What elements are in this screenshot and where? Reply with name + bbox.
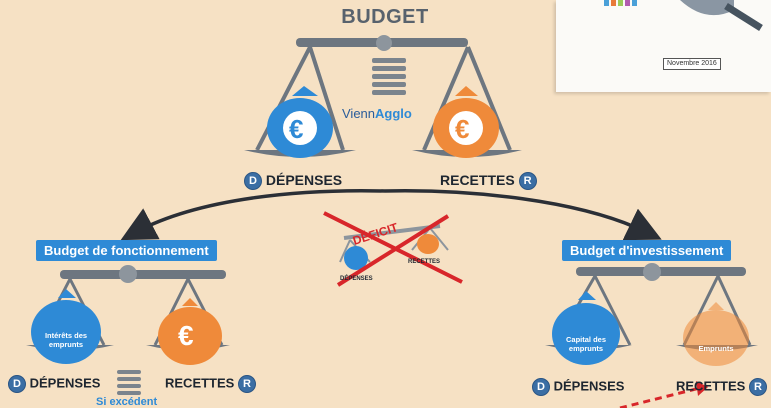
r-badge-icon: R <box>748 378 767 396</box>
investissement-recettes-bag-text: Emprunts <box>698 344 734 353</box>
coin-stack-main <box>372 58 406 95</box>
fonctionnement-recettes-label: RECETTES R <box>165 375 256 393</box>
coin-stack-surplus <box>117 370 141 395</box>
investissement-depenses-label: D DÉPENSES <box>532 378 624 396</box>
euro-icon: € <box>178 320 194 351</box>
main-scale <box>244 35 522 158</box>
fonctionnement-recettes-bag <box>158 298 222 365</box>
main-recettes-label: RECETTES R <box>440 172 537 191</box>
page-title: BUDGET <box>341 6 429 28</box>
d-badge-icon: D <box>8 375 26 393</box>
deficit-recettes-label: RECETTES <box>408 259 441 265</box>
euro-icon: € <box>455 114 470 144</box>
main-depenses-label: D DÉPENSES <box>244 172 342 191</box>
fonctionnement-depenses-label: D DÉPENSES <box>8 375 100 393</box>
d-badge-icon: D <box>532 378 550 396</box>
date-label: Novembre 2016 <box>663 58 721 70</box>
investissement-scale <box>545 263 758 366</box>
surplus-label: Si excédent <box>96 396 158 408</box>
main-depenses-bag <box>267 86 333 158</box>
investissement-bag-text: Capital des emprunts <box>565 335 606 353</box>
viennagglo-logo: ViennAgglo <box>342 106 412 121</box>
d-badge-icon: D <box>244 172 262 191</box>
document-cover <box>556 0 771 92</box>
r-badge-icon: R <box>237 375 256 393</box>
deficit-scale <box>323 211 463 287</box>
investissement-recettes-bag <box>683 302 749 366</box>
euro-icon: € <box>289 114 304 144</box>
fonctionnement-depenses-bag <box>31 289 101 364</box>
main-recettes-bag <box>433 86 499 158</box>
fonctionnement-title: Budget de fonctionnement <box>36 240 217 261</box>
r-badge-icon: R <box>518 172 537 191</box>
fonctionnement-bag-text: Intérêts des emprunts <box>44 331 88 349</box>
investissement-recettes-label: RECETTES R <box>676 378 767 396</box>
fonctionnement-scale <box>26 265 230 395</box>
investissement-title: Budget d'investissement <box>562 240 732 261</box>
investissement-depenses-bag <box>552 291 620 365</box>
flow-arrows <box>120 189 708 408</box>
cover-graphic <box>604 0 763 31</box>
deficit-depenses-label: DÉPENSES <box>340 276 373 282</box>
